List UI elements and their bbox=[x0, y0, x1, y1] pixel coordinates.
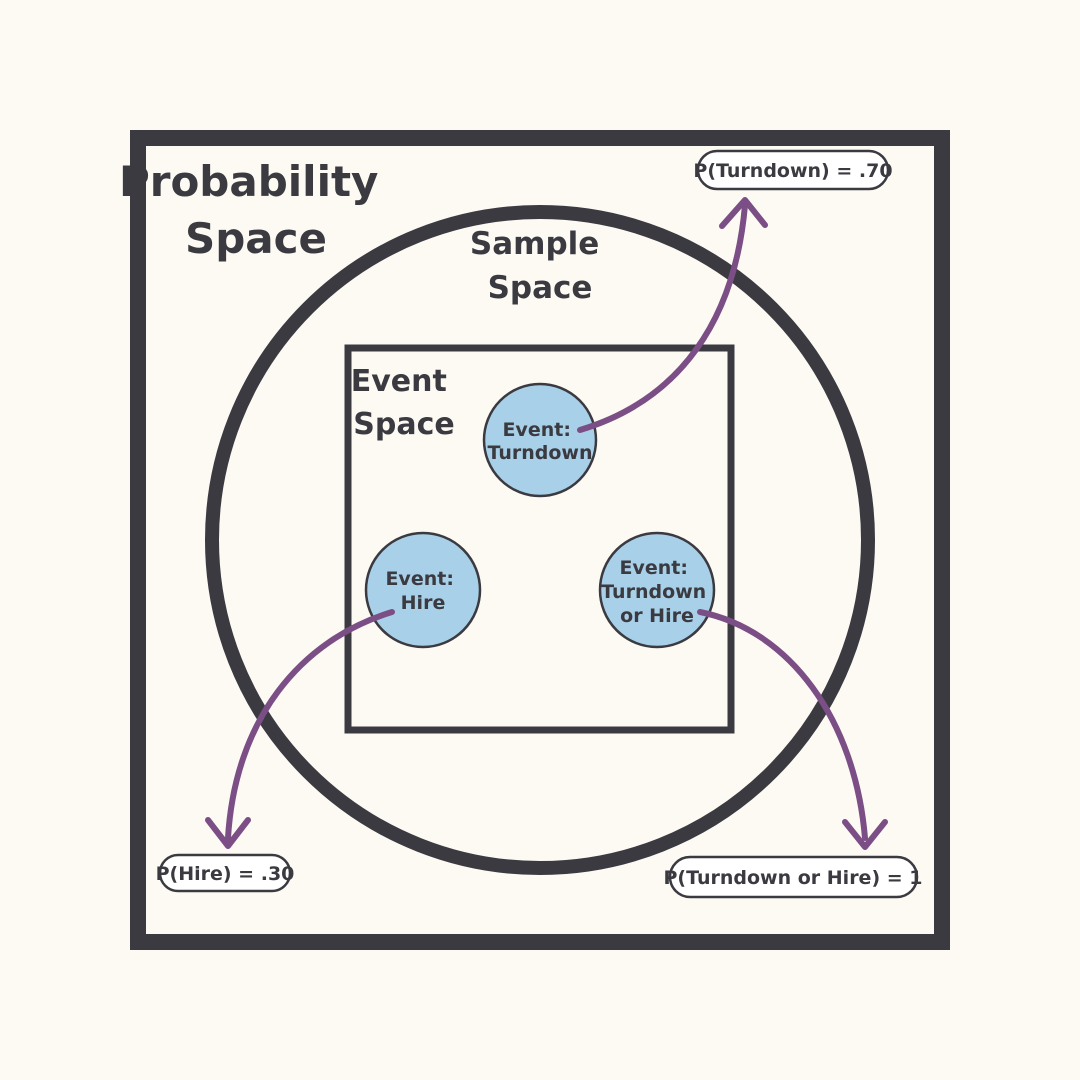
p-turndown-text: P(Turndown) = .70 bbox=[693, 160, 892, 182]
p-turndown-or-hire-text: P(Turndown or Hire) = 1 bbox=[663, 867, 922, 889]
arrow-hire bbox=[225, 609, 395, 841]
event-turndown-label: Event: Turndown bbox=[487, 419, 592, 464]
event-hire-label: Event: Hire bbox=[385, 568, 460, 614]
p-hire-pill bbox=[158, 853, 292, 893]
event-hire-node bbox=[364, 531, 482, 649]
arrow-turndown bbox=[577, 202, 748, 433]
p-turndown-or-hire-pill bbox=[668, 855, 919, 899]
p-hire-text: P(Hire) = .30 bbox=[156, 863, 295, 885]
event-space-label: Event Space bbox=[351, 364, 458, 442]
event-turndown-or-hire-node bbox=[598, 531, 716, 649]
event-space-frame bbox=[344, 344, 735, 734]
probability-space-label: Probability Space bbox=[119, 157, 393, 263]
sample-space-label: Sample Space bbox=[470, 226, 610, 306]
sample-space-circle bbox=[205, 205, 875, 875]
probability-space-frame bbox=[130, 130, 950, 950]
p-turndown-pill bbox=[696, 149, 890, 191]
arrowhead-turndown bbox=[719, 197, 768, 229]
event-turndown-node bbox=[482, 382, 598, 498]
event-turndown-or-hire-label: Event: Turndown or Hire bbox=[601, 557, 713, 627]
arrowhead-hire bbox=[205, 817, 251, 849]
arrow-turndown-or-hire bbox=[697, 609, 868, 841]
arrowhead-turndown-or-hire bbox=[842, 819, 888, 850]
